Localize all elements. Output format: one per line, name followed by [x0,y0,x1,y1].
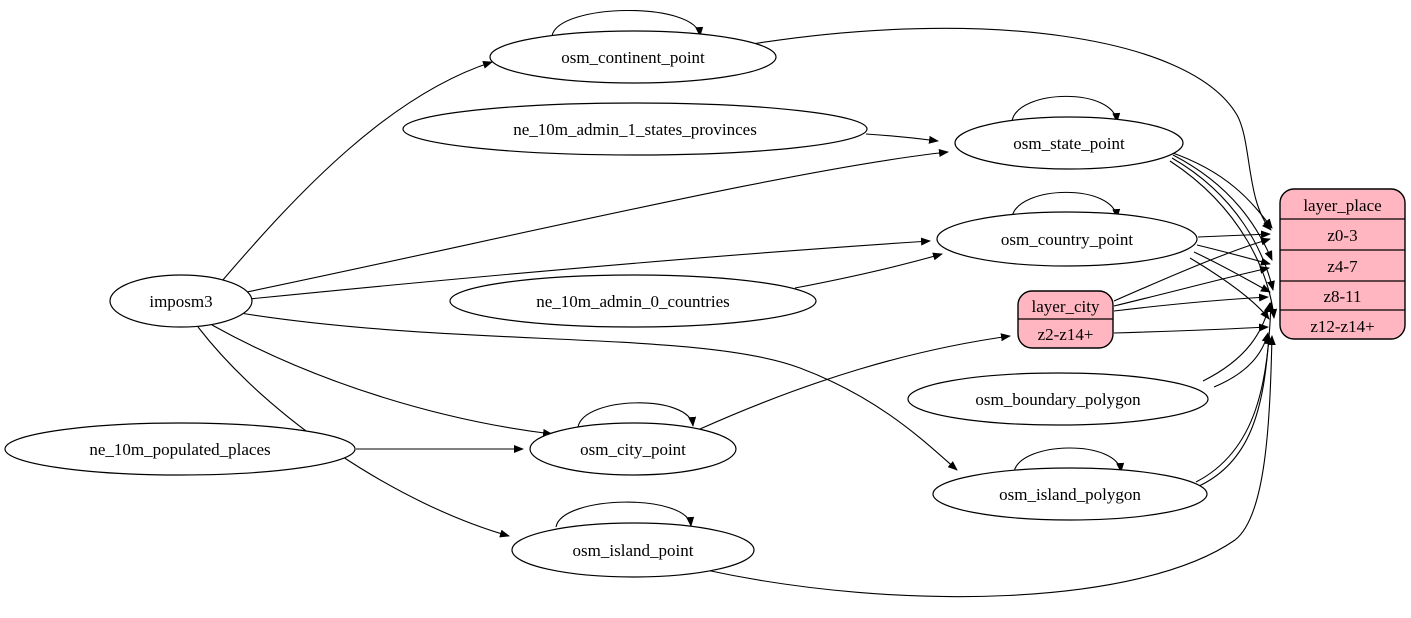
node-osm_island_point-label: osm_island_point [573,541,694,560]
edge-osm_island_polygon-to-layer_place-z12-z14+ [1198,334,1273,487]
node-imposm3-shape [109,274,253,328]
node-osm_boundary_polygon-label: osm_boundary_polygon [975,390,1141,409]
node-osm_state_point-label: osm_state_point [1013,134,1125,153]
edge-layer_city-to-layer_place-z8-11 [1113,293,1269,312]
record-layer_place-row-z12-z14+: z12-z14+ [1310,317,1374,336]
node-imposm3: imposm3 [109,274,253,328]
edge-osm_continent_point-to-layer_place-z0-3 [751,27,1272,231]
record-layer_place-title: layer_place [1303,196,1381,215]
edge-osm_island_polygon-to-layer_place-z8-11 [1195,302,1275,483]
node-osm_island_polygon: osm_island_polygon [932,467,1208,521]
edge-osm_state_point-to-layer_place-z12-z14+ [1169,160,1278,319]
edge-ne_10m_admin_1_states_provinces-to-osm_state_point [865,133,939,144]
edge-osm_continent_point-to-osm_continent_point [551,10,704,37]
edge-osm_city_point-to-osm_city_point [577,402,697,428]
node-osm_city_point-shape [529,422,737,476]
node-osm_boundary_polygon: osm_boundary_polygon [907,372,1209,426]
record-layer_place: layer_place z0-3 z4-7 z8-11 z12-z14+ [1279,188,1406,340]
node-ne_10m_populated_places-shape [4,422,356,476]
node-osm_country_point-label: osm_country_point [1001,230,1133,249]
edge-layer_city-to-layer_place-z4-7 [1113,265,1270,307]
edge-osm_state_point-to-layer_place-z8-11 [1171,157,1275,291]
edge-osm_state_point-to-layer_place-z0-3 [1169,151,1273,229]
edge-osm_state_point-to-osm_state_point [1011,95,1121,123]
node-ne_10m_admin_0_countries-shape [449,274,817,328]
node-ne_10m_admin_1_states_provinces-label: ne_10m_admin_1_states_provinces [513,120,757,139]
edge-osm_island_point-to-osm_island_point [555,501,695,528]
edge-osm_country_point-to-layer_place-z12-z14+ [1189,257,1270,320]
edge-imposm3-to-osm_continent_point [221,60,493,282]
edge-imposm3-to-osm_state_point [246,148,949,293]
node-osm_city_point: osm_city_point [529,422,737,476]
node-osm_state_point: osm_state_point [954,116,1184,170]
node-osm_state_point-shape [954,116,1184,170]
node-ne_10m_admin_0_countries: ne_10m_admin_0_countries [449,274,817,328]
node-osm_boundary_polygon-shape [907,372,1209,426]
edge-osm_boundary_polygon-to-layer_place-z12-z14+ [1213,332,1270,388]
node-ne_10m_admin_1_states_provinces-shape [402,102,868,156]
edge-layer_city-to-layer_place-z0-3 [1113,237,1271,302]
edge-imposm3-to-osm_city_point [211,324,553,437]
edge-osm_city_point-to-layer_city-z2-z14+ [699,333,1011,430]
edge-osm_island_point-to-layer_place-z12-z14+ [705,335,1276,598]
record-layer_place-shape [1279,188,1406,340]
edge-imposm3-to-osm_country_point [248,237,931,300]
node-osm_island_polygon-shape [932,467,1208,521]
edge-osm_country_point-to-osm_country_point [1011,191,1121,219]
node-osm_country_point-shape [936,211,1198,267]
node-imposm3-label: imposm3 [149,292,212,311]
node-ne_10m_admin_0_countries-label: ne_10m_admin_0_countries [536,292,730,311]
record-layer_place-row-z8-11: z8-11 [1323,287,1361,306]
node-osm_island_polygon-label: osm_island_polygon [999,485,1141,504]
record-layer_city: layer_city z2-z14+ [1017,290,1114,349]
record-layer_place-row-z0-3: z0-3 [1327,226,1357,245]
edge-ne_10m_admin_0_countries-to-osm_country_point [794,252,943,289]
record-layer_city-row-z2-z14+: z2-z14+ [1038,325,1094,344]
record-layer_place-row-z4-7: z4-7 [1327,257,1358,276]
node-osm_continent_point-label: osm_continent_point [561,48,705,67]
edge-osm_state_point-to-layer_place-z4-7 [1172,154,1273,261]
edge-osm_island_polygon-to-osm_island_polygon [1013,447,1125,473]
edge-osm_boundary_polygon-to-layer_place-z8-11 [1202,302,1272,382]
node-osm_island_point: osm_island_point [511,522,755,578]
node-ne_10m_admin_1_states_provinces: ne_10m_admin_1_states_provinces [402,102,868,156]
edge-osm_country_point-to-layer_place-z4-7 [1196,244,1271,266]
node-ne_10m_populated_places: ne_10m_populated_places [4,422,356,476]
node-osm_continent_point-shape [489,30,777,84]
node-osm_island_point-shape [511,522,755,578]
node-osm_continent_point: osm_continent_point [489,30,777,84]
edge-layer_city-to-layer_place-z12-z14+ [1113,323,1269,334]
edge-imposm3-to-osm_island_polygon [239,312,958,471]
node-ne_10m_populated_places-label: ne_10m_populated_places [89,440,270,459]
edge-osm_country_point-to-layer_place-z8-11 [1193,251,1271,293]
node-osm_country_point: osm_country_point [936,211,1198,267]
record-layer_city-title: layer_city [1032,297,1100,316]
node-osm_city_point-label: osm_city_point [580,440,686,459]
edge-osm_country_point-to-layer_place-z0-3 [1197,230,1271,239]
